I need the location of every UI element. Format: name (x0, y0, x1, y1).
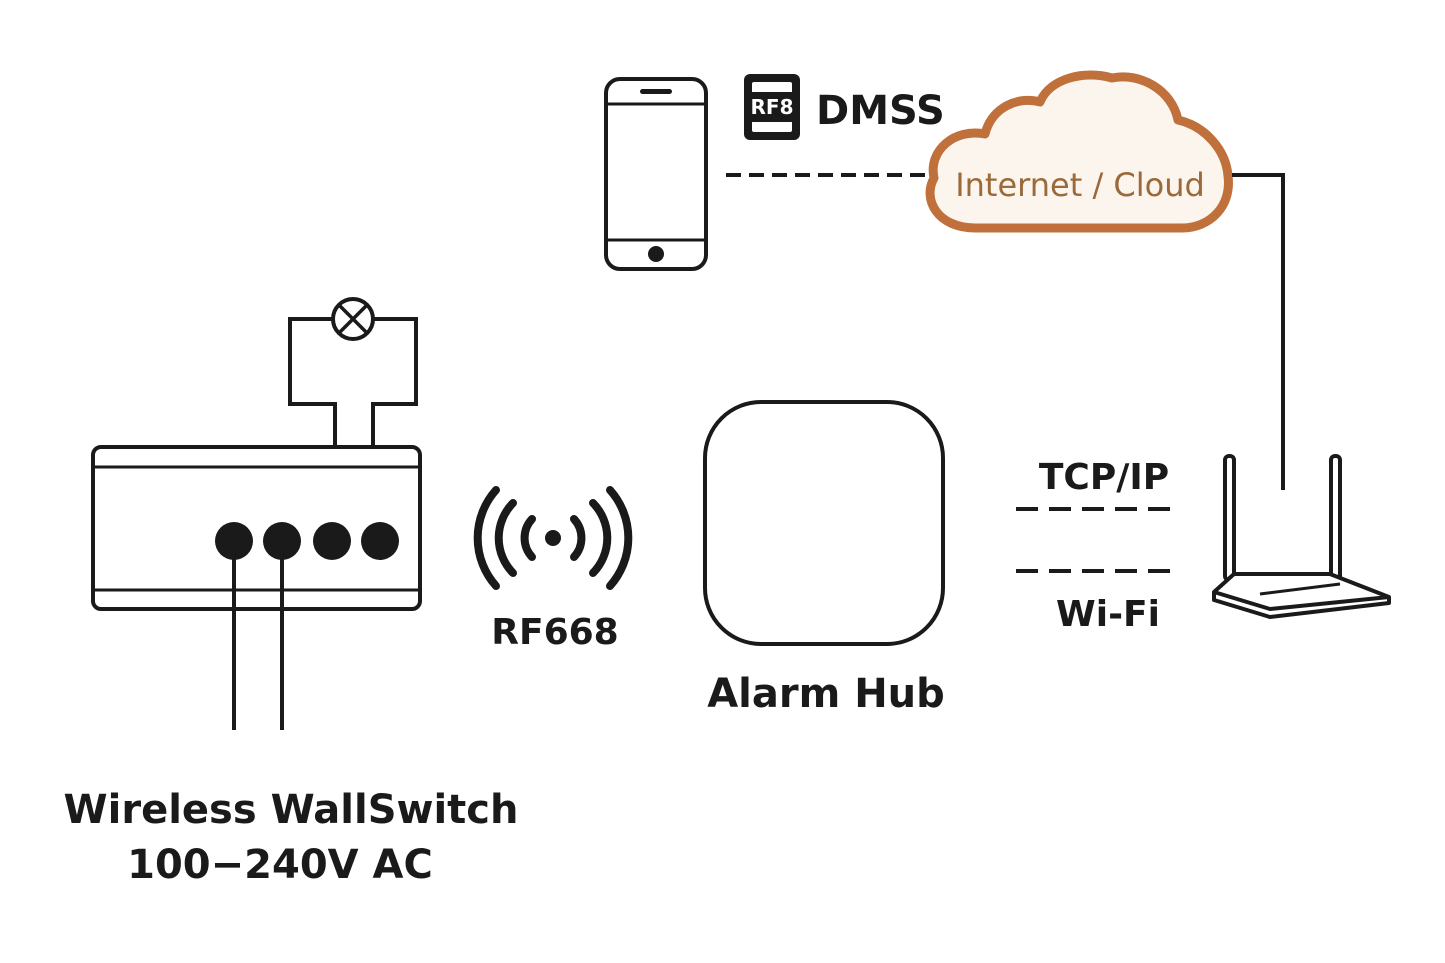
app-name-label: DMSS (816, 88, 945, 134)
hub-label: Alarm Hub (707, 671, 945, 717)
smartphone-icon (604, 77, 708, 271)
terminal-4 (361, 522, 399, 560)
cloud-router-link (1232, 173, 1285, 490)
switch-name-label: Wireless WallSwitch (64, 787, 519, 833)
wireless-signal-icon (473, 486, 633, 590)
wall-switch-icon (91, 445, 422, 730)
rf-protocol-label: RF668 (491, 612, 618, 653)
cloud-label: Internet / Cloud (955, 166, 1205, 204)
wifi-router-icon (1212, 454, 1391, 619)
cloud-icon: Internet / Cloud (925, 70, 1233, 233)
alarm-hub-icon (703, 400, 945, 646)
app-badge-label: RF8 (751, 95, 794, 119)
tcpip-label: TCP/IP (1039, 457, 1169, 498)
switch-voltage-label: 100−240V AC (127, 842, 433, 888)
terminal-2 (263, 522, 301, 560)
dmss-app-icon: RF8 (744, 74, 800, 140)
terminal-1 (215, 522, 253, 560)
wifi-label: Wi-Fi (1056, 594, 1160, 635)
terminal-3 (313, 522, 351, 560)
